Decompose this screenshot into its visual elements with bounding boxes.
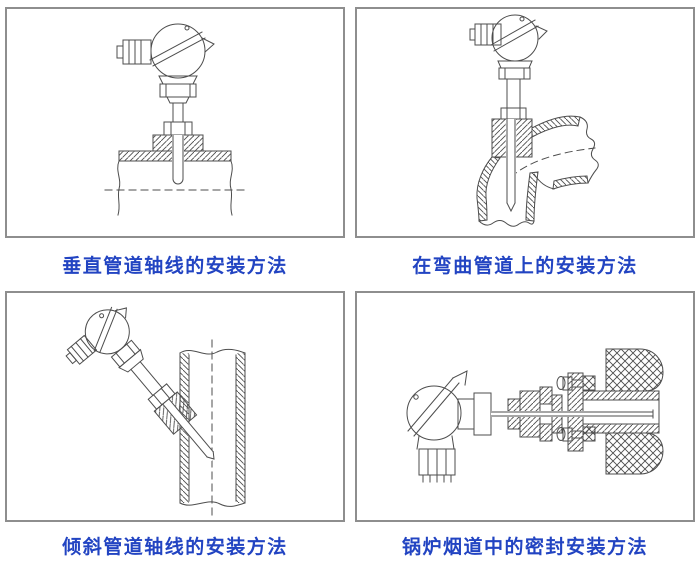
caption-vertical: 垂直管道轴线的安装方法	[62, 255, 288, 277]
thermocouple-head	[116, 23, 215, 136]
thermocouple-assembly	[65, 306, 218, 462]
probe	[490, 399, 660, 425]
caption-flue: 锅炉烟道中的密封安装方法	[401, 535, 648, 558]
caption-elbow: 在弯曲管道上的安装方法	[412, 255, 638, 277]
sleeve-upper-wall	[582, 390, 660, 401]
boiler-flue-sealed-mount-diagram	[406, 348, 664, 483]
bolt-top	[556, 375, 596, 391]
flue-wall	[605, 348, 664, 475]
probe	[172, 134, 184, 185]
caption-inclined: 倾斜管道轴线的安装方法	[62, 535, 288, 558]
panel-frame-vertical	[5, 7, 345, 238]
vertical-pipe-mount-diagram	[104, 23, 246, 216]
panel-cell-elbow: 在弯曲管道上的安装方法	[355, 7, 695, 291]
inclined-pipe-mount-diagram	[65, 306, 246, 516]
panel-frame-elbow	[355, 7, 695, 238]
centerline	[510, 147, 596, 178]
thermocouple-head	[469, 14, 548, 120]
panel-frame-inclined	[5, 291, 345, 522]
pipe-elbow-mount-diagram	[469, 14, 599, 227]
thermocouple-head	[65, 306, 176, 410]
panel-frame-flue	[355, 291, 695, 522]
bolt-bottom	[556, 426, 596, 442]
probe	[162, 398, 215, 460]
elbow-pipe-walls	[476, 115, 599, 227]
panel-cell-flue: 锅炉烟道中的密封安装方法	[355, 291, 695, 568]
panel-cell-inclined: 倾斜管道轴线的安装方法	[5, 291, 345, 568]
thermocouple-head	[406, 370, 492, 483]
pipe-break-lines	[117, 160, 233, 216]
probe	[506, 118, 516, 213]
panel-cell-vertical: 垂直管道轴线的安装方法	[5, 7, 345, 291]
